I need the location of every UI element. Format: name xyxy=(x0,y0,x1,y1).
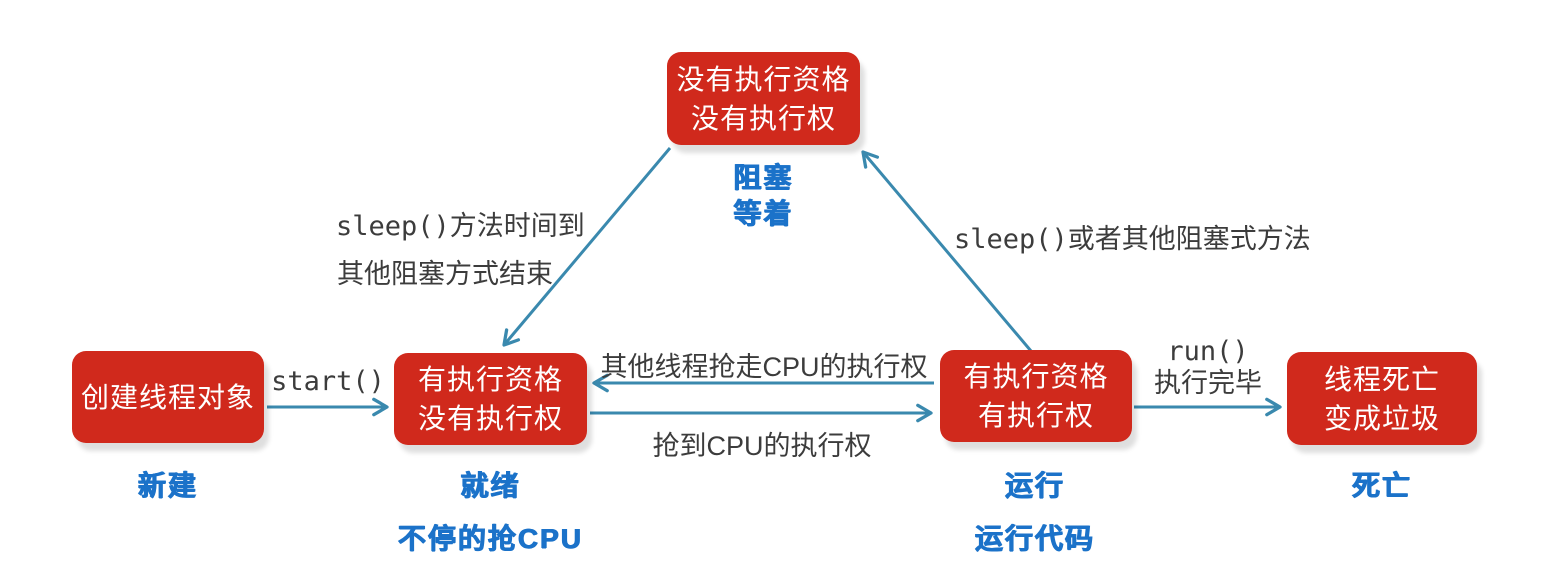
state-box-dead: 线程死亡 变成垃圾 xyxy=(1287,352,1477,445)
state-box-ready-line2: 没有执行权 xyxy=(417,403,563,434)
transition-label-ready-to-running: 抢到CPU的执行权 xyxy=(652,431,872,461)
state-box-new-text: 创建线程对象 xyxy=(80,381,255,413)
transition-label-running-to-dead-line2: 执行完毕 xyxy=(1154,368,1262,398)
state-label-ready: 就绪 xyxy=(460,470,521,501)
transition-label-running-to-dead-line1: run() xyxy=(1167,336,1249,367)
state-box-blocked-line1: 没有执行资格 xyxy=(676,63,851,95)
state-box-dead-line2: 变成垃圾 xyxy=(1323,402,1440,434)
state-sublabel-ready: 不停的抢CPU xyxy=(397,523,584,554)
state-label-dead: 死亡 xyxy=(1351,470,1412,501)
state-box-dead-line1: 线程死亡 xyxy=(1323,363,1440,395)
state-box-new: 创建线程对象 xyxy=(72,351,264,443)
state-label-new: 新建 xyxy=(137,470,198,501)
state-box-blocked-line2: 没有执行权 xyxy=(690,102,836,134)
transition-label-blocked-to-ready-line2: 其他阻塞方式结束 xyxy=(337,259,553,289)
arrow-running-to-blocked xyxy=(861,150,1033,352)
transition-label-blocked-to-ready-line1: sleep()方法时间到 xyxy=(336,211,585,242)
state-label-blocked: 阻塞 xyxy=(733,162,794,193)
state-box-ready: 有执行资格 没有执行权 xyxy=(394,353,587,445)
state-label-running: 运行 xyxy=(1004,470,1065,501)
state-box-blocked: 没有执行资格 没有执行权 xyxy=(667,52,860,145)
state-box-running-line1: 有执行资格 xyxy=(963,361,1109,392)
transition-label-start: start() xyxy=(271,366,385,397)
state-sublabel-blocked: 等着 xyxy=(733,198,794,229)
transition-label-running-to-blocked: sleep()或者其他阻塞式方法 xyxy=(954,224,1311,255)
state-box-ready-line1: 有执行资格 xyxy=(417,364,563,395)
state-sublabel-running: 运行代码 xyxy=(974,523,1095,554)
transition-label-running-to-ready: 其他线程抢走CPU的执行权 xyxy=(600,352,928,382)
arrow-blocked-to-ready xyxy=(502,147,672,347)
state-box-running: 有执行资格 有执行权 xyxy=(940,350,1132,442)
state-box-running-line2: 有执行权 xyxy=(977,400,1094,431)
